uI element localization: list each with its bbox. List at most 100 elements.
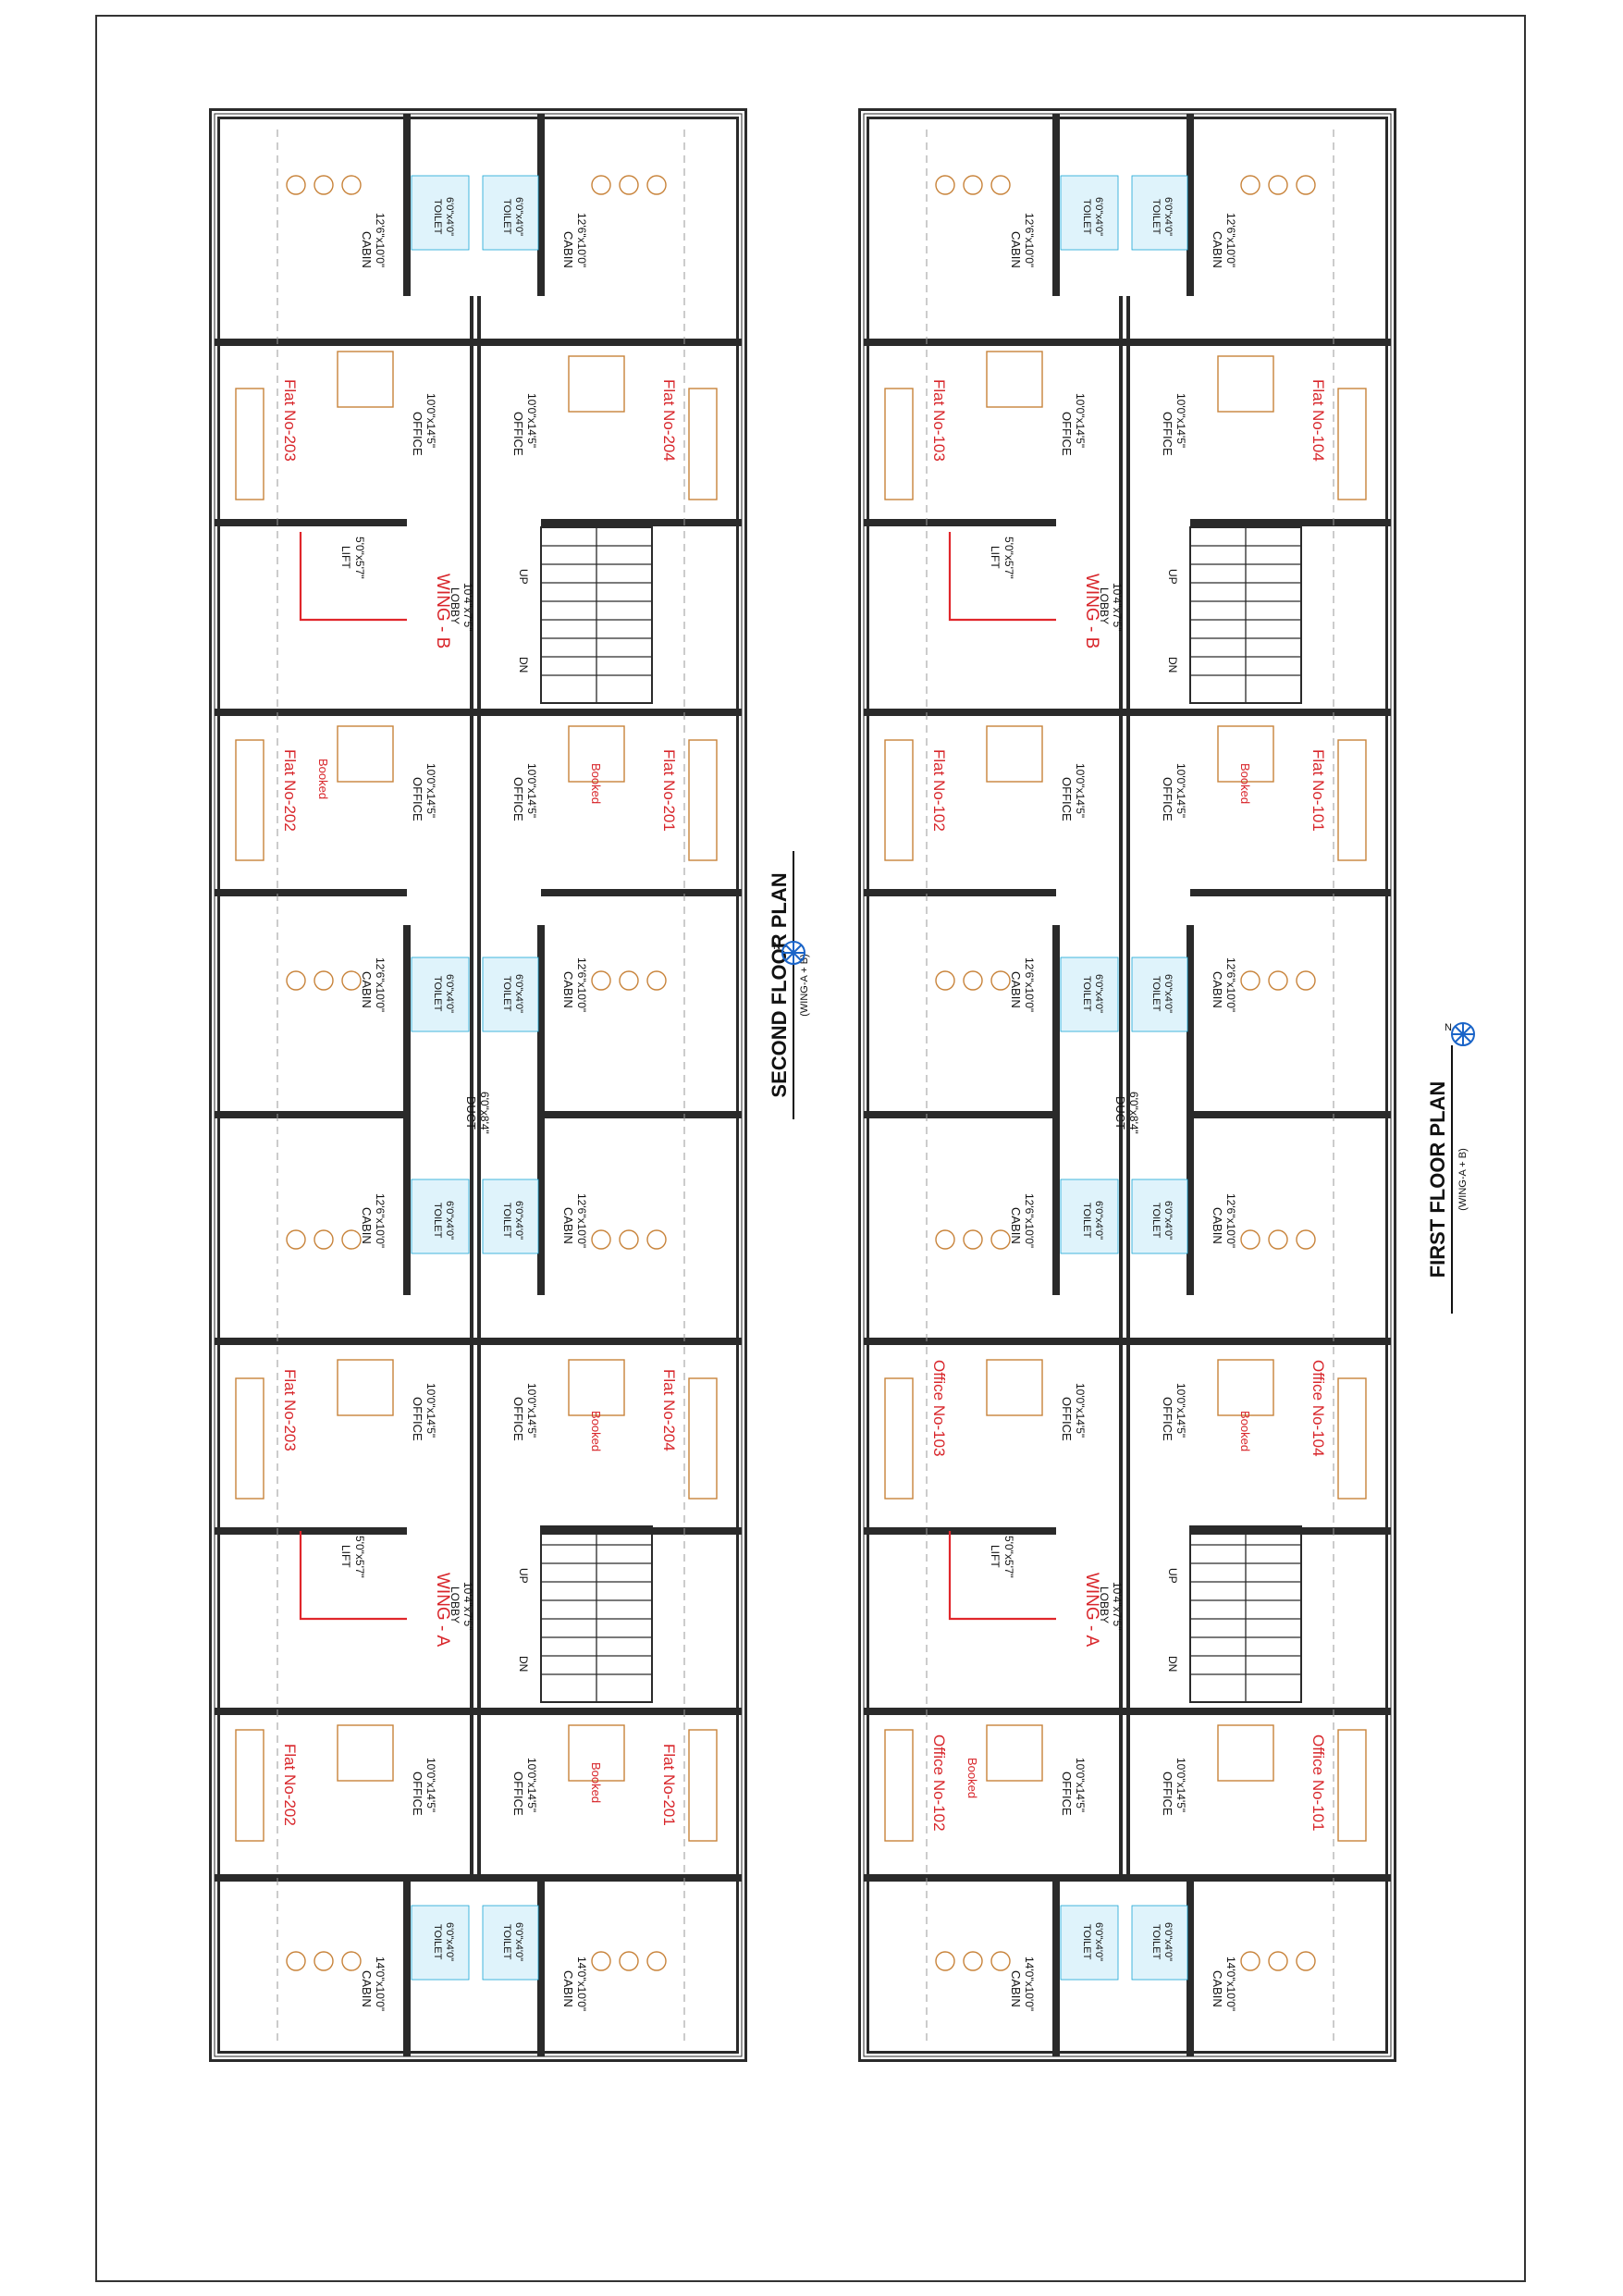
- room-label: CABIN: [360, 231, 374, 268]
- plan-title: SECOND FLOOR PLAN: [768, 872, 791, 1097]
- unit-label: Office No-101: [1309, 1734, 1327, 1832]
- room-size: 6'0"x8'4": [1127, 1092, 1140, 1134]
- room-size: 14'0"x10'0": [1023, 1957, 1036, 2011]
- room-size: 12'6"x10'0": [1023, 957, 1036, 1012]
- wing-label: WING - B: [1082, 574, 1101, 648]
- unit-label: Flat No-201: [660, 749, 678, 832]
- room-label: TOILET: [1081, 1203, 1092, 1239]
- room-size: 6'0"x4'0": [1093, 1201, 1104, 1240]
- room-label: LOBBY: [449, 587, 461, 624]
- room-label: LOBBY: [1098, 587, 1111, 624]
- second-floor-plan: CABIN 12'6"x10'0" TOILET 6'0"x4'0" TOILE…: [209, 108, 810, 2062]
- room-label: OFFICE: [1060, 777, 1074, 821]
- room-size: 10'0"x14'5": [1174, 763, 1187, 818]
- unit-label: Flat No-203: [281, 379, 299, 462]
- room-size: 12'6"x10'0": [1023, 213, 1036, 267]
- room-label: TOILET: [501, 199, 512, 235]
- room-label: CABIN: [561, 971, 575, 1008]
- svg-text:N: N: [1445, 1022, 1452, 1033]
- room-label: CABIN: [1009, 1207, 1023, 1244]
- unit-label: Flat No-204: [660, 1369, 678, 1451]
- north-arrow-icon: N: [773, 941, 805, 965]
- room-size: 6'0"x4'0": [1162, 974, 1174, 1013]
- room-label: CABIN: [561, 231, 575, 268]
- booked-label: Booked: [1238, 763, 1252, 804]
- room-size: 6'0"x4'0": [1162, 1922, 1174, 1961]
- room-label: TOILET: [1150, 1203, 1162, 1239]
- north-arrow-icon: N: [1445, 1022, 1475, 1046]
- room-label: TOILET: [1081, 976, 1092, 1012]
- stair-up-label: UP: [1166, 1568, 1179, 1584]
- room-size: 10'4"x7'5": [1111, 583, 1124, 631]
- wing-label: WING - B: [433, 574, 452, 648]
- room-label: OFFICE: [1161, 1771, 1174, 1816]
- room-size: 10'0"x14'5": [424, 1383, 437, 1438]
- room-label: CABIN: [360, 1970, 374, 2007]
- room-label: TOILET: [1150, 199, 1162, 235]
- room-label: OFFICE: [411, 412, 424, 456]
- room-size: 12'6"x10'0": [575, 213, 588, 267]
- booked-label: Booked: [965, 1758, 979, 1798]
- room-label: OFFICE: [411, 1397, 424, 1441]
- room-label: CABIN: [360, 971, 374, 1008]
- room-size: 5'0"x5'7": [353, 1536, 366, 1578]
- unit-label: Flat No-201: [660, 1744, 678, 1826]
- room-size: 6'0"x4'0": [1093, 197, 1104, 236]
- room-size: 12'6"x10'0": [1224, 957, 1237, 1012]
- unit-label: Flat No-103: [930, 379, 948, 462]
- room-size: 6'0"x4'0": [513, 1922, 524, 1961]
- room-label: LOBBY: [449, 1586, 461, 1623]
- room-label: OFFICE: [411, 777, 424, 821]
- room-size: 12'6"x10'0": [374, 213, 387, 267]
- room-size: 10'0"x14'5": [1074, 1758, 1087, 1812]
- first-floor-plan: CABIN 12'6"x10'0" TOILET 6'0"x4'0" TOILE…: [858, 108, 1475, 2062]
- booked-label: Booked: [589, 1411, 603, 1451]
- room-size: 6'0"x4'0": [444, 1922, 455, 1961]
- room-label: LIFT: [339, 1545, 352, 1568]
- unit-label: Office No-102: [930, 1734, 948, 1832]
- room-label: OFFICE: [1161, 1397, 1174, 1441]
- unit-label: Office No-103: [930, 1360, 948, 1457]
- unit-label: Flat No-202: [281, 1744, 299, 1826]
- room-size: 12'6"x10'0": [374, 1193, 387, 1248]
- room-size: 10'0"x14'5": [1174, 1383, 1187, 1438]
- unit-label: Flat No-203: [281, 1369, 299, 1451]
- room-size: 6'0"x4'0": [1093, 1922, 1104, 1961]
- room-size: 10'0"x14'5": [1074, 763, 1087, 818]
- room-label: OFFICE: [511, 777, 525, 821]
- room-size: 12'6"x10'0": [1224, 213, 1237, 267]
- stair-dn-label: DN: [1166, 657, 1179, 673]
- room-size: 10'4"x7'5": [1111, 1582, 1124, 1630]
- stair-up-label: UP: [517, 1568, 530, 1584]
- room-label: LOBBY: [1098, 1586, 1111, 1623]
- room-label: CABIN: [1009, 231, 1023, 268]
- room-size: 6'0"x8'4": [478, 1092, 491, 1134]
- stair-up-label: UP: [1166, 569, 1179, 585]
- room-label: CABIN: [1009, 1970, 1023, 2007]
- room-label: TOILET: [501, 1924, 512, 1960]
- stair-dn-label: DN: [517, 657, 530, 673]
- room-label: TOILET: [432, 976, 443, 1012]
- room-label: CABIN: [1211, 971, 1224, 1008]
- room-label: TOILET: [1081, 1924, 1092, 1960]
- room-size: 10'0"x14'5": [1174, 1758, 1187, 1812]
- plan-title: FIRST FLOOR PLAN: [1426, 1081, 1449, 1278]
- unit-label: Flat No-102: [930, 749, 948, 832]
- room-size: 10'0"x14'5": [525, 763, 538, 818]
- room-label: OFFICE: [1060, 1771, 1074, 1816]
- room-size: 14'0"x10'0": [575, 1957, 588, 2011]
- room-label: CABIN: [1211, 1970, 1224, 2007]
- room-label: TOILET: [1150, 976, 1162, 1012]
- room-label: OFFICE: [1161, 412, 1174, 456]
- room-label: CABIN: [1211, 231, 1224, 268]
- room-label: TOILET: [432, 199, 443, 235]
- wing-label: WING - A: [1082, 1573, 1101, 1648]
- booked-label: Booked: [589, 1762, 603, 1803]
- svg-text:N: N: [773, 941, 781, 952]
- room-label: DUCT: [1113, 1096, 1127, 1129]
- room-label: CABIN: [561, 1970, 575, 2007]
- unit-label: Flat No-104: [1309, 379, 1327, 462]
- room-label: OFFICE: [511, 1397, 525, 1441]
- room-size: 10'4"x7'5": [461, 583, 474, 631]
- room-size: 6'0"x4'0": [513, 197, 524, 236]
